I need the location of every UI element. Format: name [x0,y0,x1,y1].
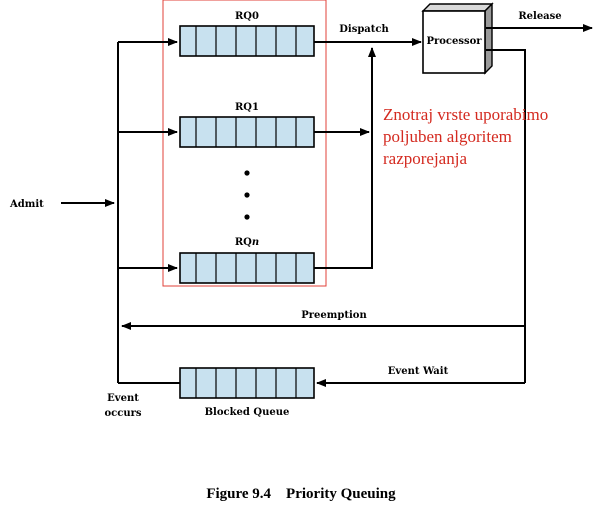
event-wait-label: Event Wait [388,366,449,377]
blocked-queue-label: Blocked Queue [205,407,290,418]
annotation-note-line1: Znotraj vrste uporabimo [383,105,548,124]
blocked-queue [179,367,315,399]
ready-queues-highlight-box [162,0,327,287]
processor-feedback-line [486,49,526,383]
ellipsis-dot-2 [244,192,250,198]
ellipsis-dot-3 [244,214,250,220]
rqn-label: RQn [235,237,259,248]
rq1-label: RQ1 [235,102,259,113]
ready-queue-rqn [179,252,315,284]
event-occurs-label-line1: Event [107,393,139,404]
processor-label: Processor [426,36,482,47]
dispatch-label: Dispatch [339,24,389,35]
release-label: Release [518,11,561,22]
rqn-to-collector-line [314,54,373,269]
processor-box [421,2,494,75]
annotation-note-line3: razporejanja [383,149,467,168]
annotation-note-line2: poljuben algoritem [383,127,512,146]
ellipsis-dot-1 [244,170,250,176]
event-occurs-label-line2: occurs [104,408,141,419]
figure-caption: Figure 9.4 Priority Queuing [206,486,396,502]
rq0-label: RQ0 [235,11,259,22]
ready-queue-rq0 [179,25,315,57]
ready-queue-rq1 [179,116,315,148]
admit-label: Admit [9,199,44,210]
preemption-label: Preemption [301,310,367,321]
